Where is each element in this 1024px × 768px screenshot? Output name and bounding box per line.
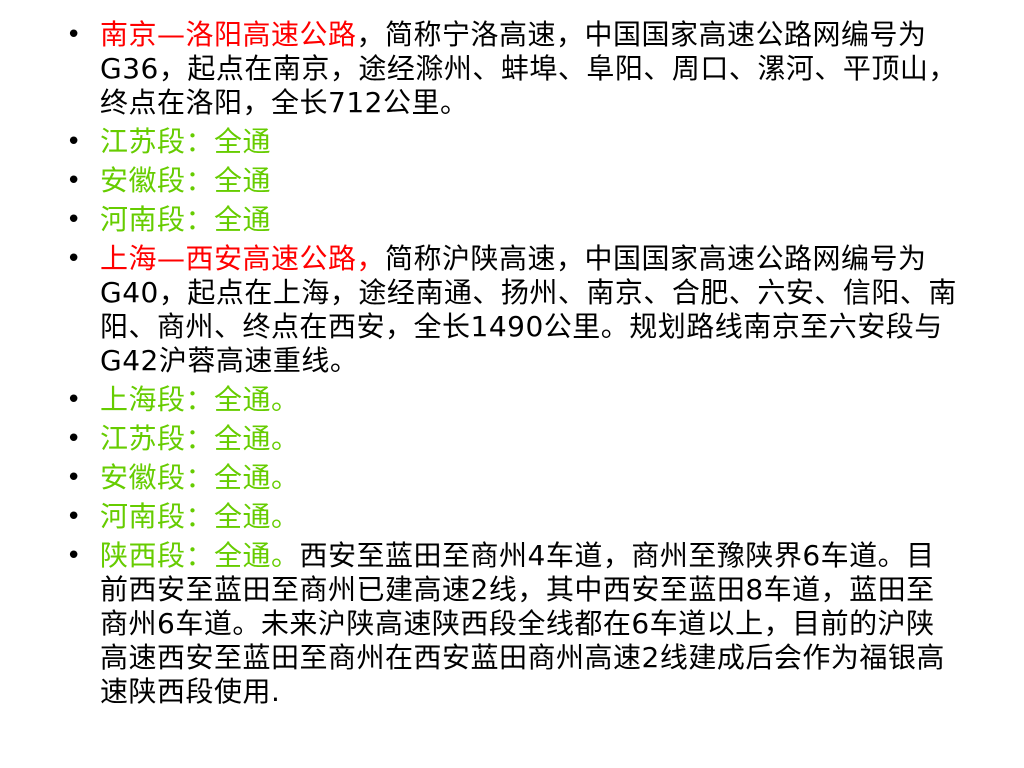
bullet-list: • 南京—洛阳高速公路，简称宁洛高速，中国国家高速公路网编号为G36，起点在南京… bbox=[62, 18, 958, 709]
bullet-dot-icon: • bbox=[66, 424, 82, 454]
highway-name-g40: 上海—西安高速公路， bbox=[100, 242, 386, 275]
bullet-item-g36-jiangsu: • 江苏段：全通 bbox=[62, 125, 958, 159]
bullet-dot-icon: • bbox=[66, 385, 82, 415]
segment-status-g40-shanghai: 上海段：全通。 bbox=[100, 383, 300, 416]
bullet-item-g36: • 南京—洛阳高速公路，简称宁洛高速，中国国家高速公路网编号为G36，起点在南京… bbox=[62, 18, 958, 120]
bullet-item-g40-anhui: • 安徽段：全通。 bbox=[62, 461, 958, 495]
segment-status-g40-henan: 河南段：全通。 bbox=[100, 500, 300, 533]
segment-status-g40-shaanxi: 陕西段：全通。 bbox=[100, 539, 300, 572]
bullet-dot-icon: • bbox=[66, 244, 82, 274]
bullet-dot-icon: • bbox=[66, 205, 82, 235]
bullet-item-g40-jiangsu: • 江苏段：全通。 bbox=[62, 422, 958, 456]
bullet-item-g36-henan: • 河南段：全通 bbox=[62, 203, 958, 237]
segment-status-g36-henan: 河南段：全通 bbox=[100, 203, 272, 236]
bullet-item-g40-shaanxi: • 陕西段：全通。西安至蓝田至商州4车道，商州至豫陕界6车道。目前西安至蓝田至商… bbox=[62, 539, 958, 709]
bullet-dot-icon: • bbox=[66, 127, 82, 157]
bullet-item-g40-henan: • 河南段：全通。 bbox=[62, 500, 958, 534]
bullet-item-g36-anhui: • 安徽段：全通 bbox=[62, 164, 958, 198]
highway-description-g36: ，简称宁洛高速，中国国家高速公路网编号为G36，起点在南京，途经滁州、蚌埠、阜阳… bbox=[100, 18, 957, 119]
segment-status-g36-jiangsu: 江苏段：全通 bbox=[100, 125, 272, 158]
bullet-dot-icon: • bbox=[66, 502, 82, 532]
bullet-item-g40: • 上海—西安高速公路，简称沪陕高速，中国国家高速公路网编号为G40，起点在上海… bbox=[62, 242, 958, 378]
bullet-dot-icon: • bbox=[66, 541, 82, 571]
highway-description-g40: 简称沪陕高速，中国国家高速公路网编号为G40，起点在上海，途经南通、扬州、南京、… bbox=[100, 242, 957, 377]
segment-status-g40-jiangsu: 江苏段：全通。 bbox=[100, 422, 300, 455]
bullet-dot-icon: • bbox=[66, 463, 82, 493]
bullet-dot-icon: • bbox=[66, 20, 82, 50]
highway-name-g36: 南京—洛阳高速公路 bbox=[100, 18, 357, 51]
segment-status-g36-anhui: 安徽段：全通 bbox=[100, 164, 272, 197]
segment-description-g40-shaanxi: 西安至蓝田至商州4车道，商州至豫陕界6车道。目前西安至蓝田至商州已建高速2线，其… bbox=[100, 539, 945, 708]
bullet-dot-icon: • bbox=[66, 166, 82, 196]
segment-status-g40-anhui: 安徽段：全通。 bbox=[100, 461, 300, 494]
bullet-item-g40-shanghai: • 上海段：全通。 bbox=[62, 383, 958, 417]
